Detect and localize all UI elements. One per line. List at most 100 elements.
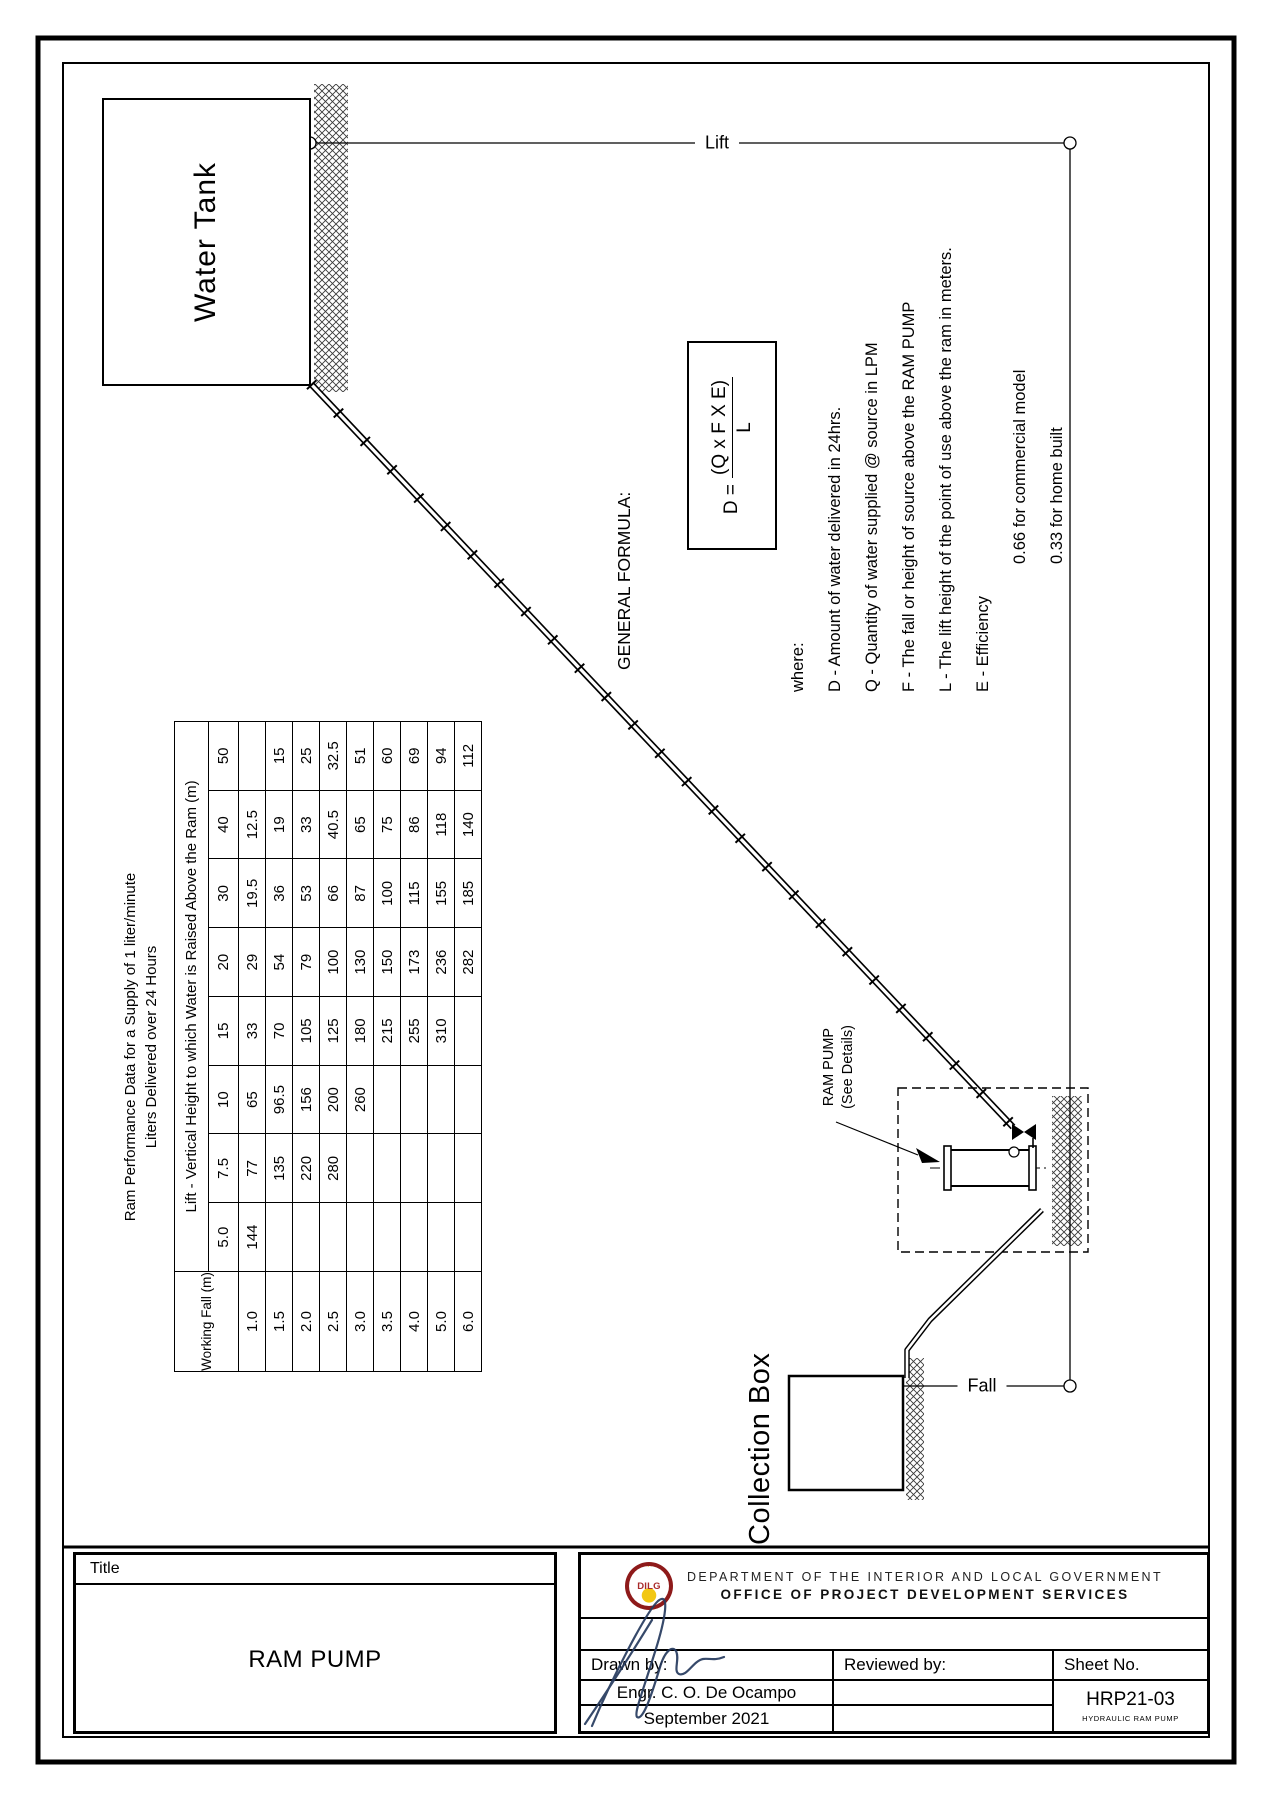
table-cell: 310 [427, 996, 455, 1066]
table-cell: 100 [319, 927, 347, 997]
table-cell: 65 [346, 790, 374, 859]
agency-header: DILG DEPARTMENT OF THE INTERIOR AND LOCA… [581, 1555, 1207, 1619]
table-cell: 54 [265, 927, 293, 997]
performance-table: Working Fall (m)Lift - Vertical Height t… [174, 721, 482, 1372]
table-cell [346, 1202, 374, 1272]
ram-pump-label-line2: (See Details) [840, 1025, 856, 1109]
table-cell: 260 [346, 1065, 374, 1134]
table-cell: 112 [454, 721, 482, 791]
table-cell: 220 [292, 1134, 320, 1203]
where-line: 0.33 for home built [1048, 427, 1066, 564]
table-cell [373, 1065, 401, 1134]
table-cell: 200 [319, 1065, 347, 1134]
dilg-logo-text: DILG [637, 1580, 661, 1592]
table-cell: Working Fall (m) [174, 1271, 239, 1372]
reviewed-by-date-empty [834, 1706, 1054, 1731]
dilg-logo-icon: DILG [624, 1562, 673, 1610]
collection-box [787, 1374, 905, 1492]
table-cell: 185 [454, 859, 482, 928]
table-cell [238, 721, 266, 791]
table-cell: 75 [373, 790, 401, 859]
reviewed-by-label: Reviewed by: [834, 1651, 1054, 1681]
table-cell: 115 [400, 859, 428, 928]
table-cell: 66 [319, 859, 347, 928]
table-cell [265, 1202, 293, 1272]
collection-box-label: Collection Box [744, 1352, 776, 1545]
table-cell: 65 [238, 1065, 266, 1134]
table-cell: 30 [208, 859, 239, 928]
table-cell: 10 [208, 1065, 239, 1134]
table-cell: 215 [373, 996, 401, 1066]
table-cell: 36 [265, 859, 293, 928]
table-cell [373, 1134, 401, 1203]
table-cell [427, 1065, 455, 1134]
table-cell: 255 [400, 996, 428, 1066]
sheet-no-label: Sheet No. [1054, 1651, 1207, 1681]
ram-pump-leader [835, 1121, 940, 1163]
table-cell: 144 [238, 1202, 266, 1272]
table-cell: 96.5 [265, 1065, 293, 1134]
table-cell: 4.0 [400, 1271, 428, 1372]
table-cell [346, 1134, 374, 1203]
where-line: 0.66 for commercial model [1011, 369, 1029, 564]
table-cell: 7.5 [208, 1134, 239, 1203]
formula-numerator: (Q x F X E) [707, 376, 733, 478]
where-block: where:D - Amount of water delivered in 2… [780, 168, 1076, 692]
table-cell: 29 [238, 927, 266, 997]
water-tank: Water Tank [102, 98, 311, 386]
drawn-by-date: September 2021 [581, 1706, 834, 1731]
table-cell: 51 [346, 721, 374, 791]
table-cell: 33 [238, 996, 266, 1066]
table-cell: 180 [346, 996, 374, 1066]
drawn-by-name: Engr. C. O. De Ocampo [581, 1681, 834, 1706]
titleblock-title-strip: Title [76, 1555, 554, 1585]
fall-end-circle-right [1063, 1379, 1077, 1393]
table-cell: 2.5 [319, 1271, 347, 1372]
table-cell: 40 [208, 790, 239, 859]
where-line: F - The fall or height of source above t… [900, 301, 918, 692]
table-cell: 19 [265, 790, 293, 859]
water-tank-label: Water Tank [189, 161, 223, 323]
table-cell: 3.5 [373, 1271, 401, 1372]
table-cell: 33 [292, 790, 320, 859]
table-cell: 3.0 [346, 1271, 374, 1372]
sheet-no-value: HRP21-03 [1086, 1689, 1175, 1710]
table-cell: 173 [400, 927, 428, 997]
table-cell [373, 1202, 401, 1272]
table-cell: 6.0 [454, 1271, 482, 1372]
performance-table-block: Ram Performance Data for a Supply of 1 l… [120, 721, 485, 1372]
table-cell: 70 [265, 996, 293, 1066]
where-line: where: [789, 642, 807, 692]
sheet-no-subtitle: HYDRAULIC RAM PUMP [1082, 1714, 1179, 1723]
table-cell: 69 [400, 721, 428, 791]
ram-pump-detail-box [897, 1087, 1089, 1253]
titleblock-grid: Drawn by: Reviewed by: Sheet No. Engr. C… [581, 1651, 1207, 1731]
tank-ground-hatch [314, 84, 348, 392]
lift-label: Lift [694, 132, 740, 154]
table-cell: 1.5 [265, 1271, 293, 1372]
table-cell [400, 1134, 428, 1203]
formula-box: D = (Q x F X E) L [687, 341, 777, 550]
collection-box-label-block: Collection Box [744, 1322, 782, 1545]
where-lines: where:D - Amount of water delivered in 2… [780, 168, 1076, 692]
table-cell: Lift - Vertical Height to which Water is… [174, 721, 209, 1272]
collection-box-ground-hatch [906, 1358, 924, 1500]
table-cell: 118 [427, 790, 455, 859]
table-cell: 15 [265, 721, 293, 791]
table-cell [427, 1134, 455, 1203]
table-cell: 135 [265, 1134, 293, 1203]
table-cell: 130 [346, 927, 374, 997]
table-cell [319, 1202, 347, 1272]
table-cell: 19.5 [238, 859, 266, 928]
drawn-by-label: Drawn by: [581, 1651, 834, 1681]
fall-label: Fall [957, 1375, 1007, 1397]
table-cell: 2.0 [292, 1271, 320, 1372]
